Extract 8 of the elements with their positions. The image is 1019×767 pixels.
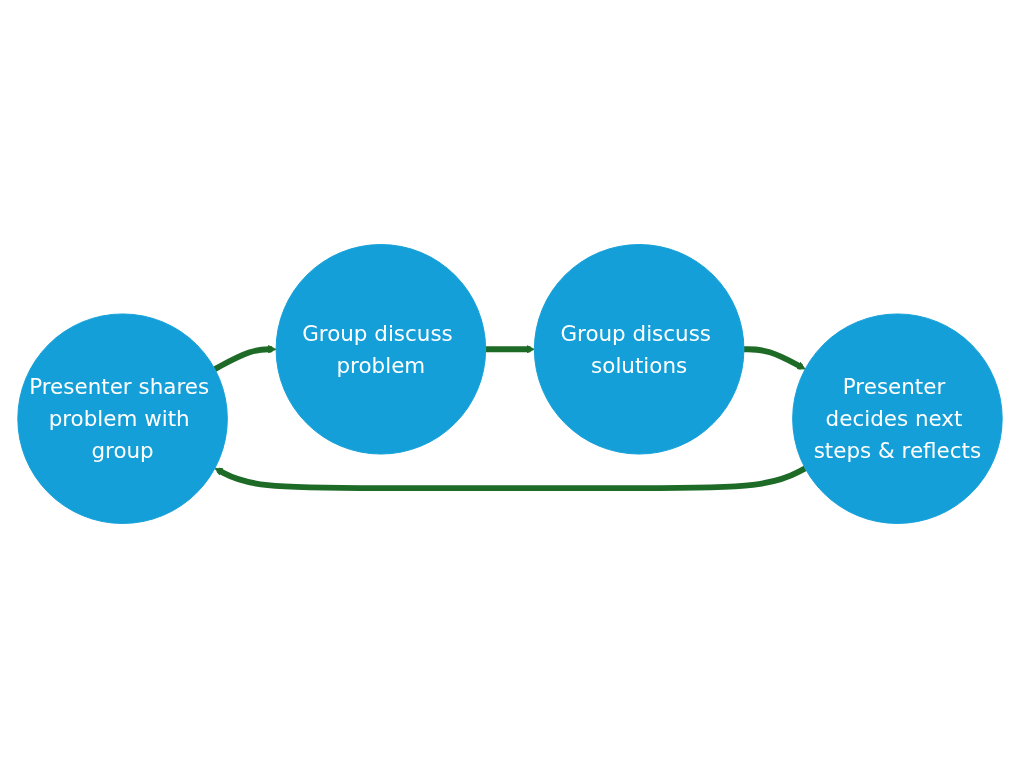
arrow xyxy=(485,344,535,354)
arrow xyxy=(212,344,276,372)
arrow xyxy=(743,345,806,370)
node-circle: Group discuss problem xyxy=(275,243,486,455)
node-circle: Presenter shares problem with group xyxy=(16,312,228,524)
node-circle: Presenter decides next steps & reflects xyxy=(791,312,1003,524)
arrow xyxy=(213,465,807,491)
node-circle: Group discuss solutions xyxy=(533,243,744,455)
